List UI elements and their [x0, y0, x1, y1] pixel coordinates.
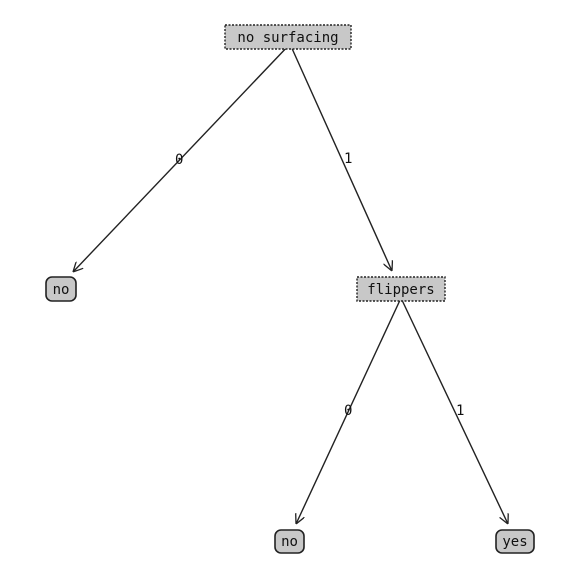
edge-flippers-to-yes — [400, 297, 508, 524]
decision-node-label: flippers — [367, 282, 434, 298]
leaf-node-label: no — [281, 534, 298, 550]
edge-root-to-no — [73, 43, 291, 272]
decision-node-box — [224, 24, 352, 50]
edge-flippers-to-no — [296, 297, 402, 524]
edges — [73, 43, 508, 524]
leaf-node-box — [45, 276, 77, 302]
edge-label-flippers-no: 0 — [344, 403, 352, 419]
leaf-node-yes: yes — [495, 529, 535, 554]
leaf-node-box — [495, 529, 535, 554]
leaf-node-label: yes — [502, 534, 527, 550]
edge-root-to-flippers — [289, 43, 392, 271]
edge-label-flippers-yes: 1 — [456, 403, 464, 419]
decision-node-box — [356, 276, 446, 302]
decision-node-no-surfacing: no surfacing — [224, 24, 352, 50]
leaf-node-no-left: no — [45, 276, 77, 302]
leaf-node-box — [274, 529, 305, 554]
leaf-node-no-bottom: no — [274, 529, 305, 554]
decision-node-label: no surfacing — [237, 30, 338, 46]
edge-label-root-no: 0 — [175, 152, 183, 168]
decision-node-flippers: flippers — [356, 276, 446, 302]
edge-label-root-flippers: 1 — [344, 151, 352, 167]
leaf-node-label: no — [53, 282, 70, 298]
edge-labels: 0 1 0 1 — [175, 151, 464, 419]
